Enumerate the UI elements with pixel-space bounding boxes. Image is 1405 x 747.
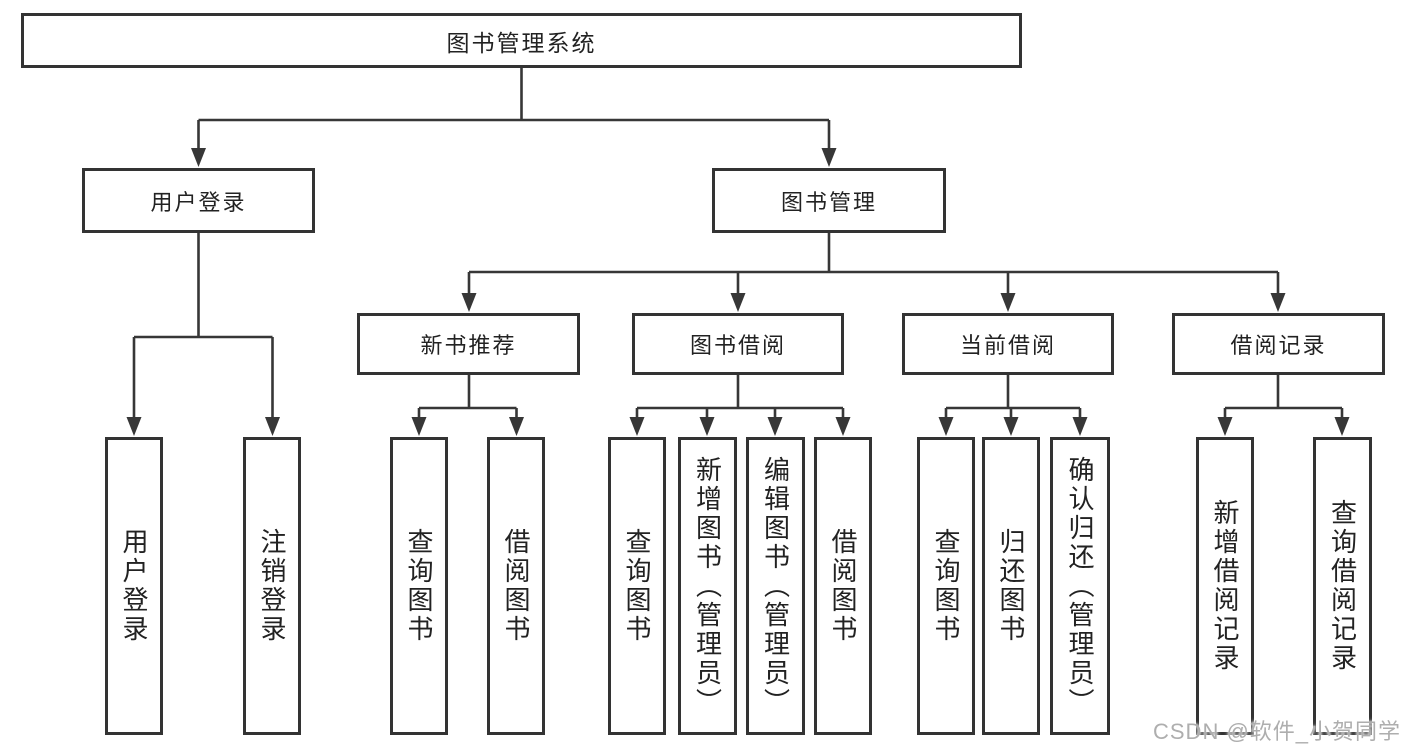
node-new-book-recommend: 新书推荐 [357, 313, 580, 375]
watermark: CSDN @软件_小贺同学 [1153, 719, 1402, 744]
node-leaf-edit-book-admin: 编辑图书（管理员） [746, 437, 805, 735]
node-leaf-query-books-3: 查询图书 [917, 437, 975, 735]
node-borrow-records: 借阅记录 [1172, 313, 1385, 375]
node-new-book-recommend-label: 新书推荐 [420, 333, 517, 358]
node-leaf-add-book-admin: 新增图书（管理员） [678, 437, 737, 735]
node-leaf-query-books-2: 查询图书 [608, 437, 666, 735]
node-book-borrow: 图书借阅 [632, 313, 844, 375]
node-leaf-return-book-label: 归还图书 [996, 528, 1026, 644]
node-current-borrow: 当前借阅 [902, 313, 1114, 375]
node-leaf-query-books-1-label: 查询图书 [404, 528, 434, 644]
node-book-management: 图书管理 [712, 168, 946, 233]
node-leaf-logout: 注销登录 [243, 437, 301, 735]
node-leaf-confirm-return-admin-label: 确认归还（管理员） [1065, 455, 1095, 717]
node-leaf-query-borrow-record-label: 查询借阅记录 [1327, 499, 1358, 673]
node-current-borrow-label: 当前借阅 [959, 333, 1056, 358]
node-user-login-label: 用户登录 [150, 189, 247, 215]
node-leaf-query-books-1: 查询图书 [390, 437, 448, 735]
node-leaf-confirm-return-admin: 确认归还（管理员） [1050, 437, 1110, 735]
node-leaf-borrow-books-2: 借阅图书 [814, 437, 872, 735]
node-leaf-logout-label: 注销登录 [257, 528, 287, 644]
node-leaf-return-book: 归还图书 [982, 437, 1040, 735]
node-book-management-label: 图书管理 [780, 189, 877, 215]
node-root-label: 图书管理系统 [446, 29, 597, 56]
node-leaf-query-books-3-label: 查询图书 [931, 528, 961, 644]
node-root: 图书管理系统 [21, 13, 1022, 68]
node-leaf-query-books-2-label: 查询图书 [622, 528, 652, 644]
node-leaf-user-login-label: 用户登录 [119, 528, 149, 644]
node-leaf-user-login: 用户登录 [105, 437, 163, 735]
node-leaf-edit-book-admin-label: 编辑图书（管理员） [760, 455, 791, 717]
node-book-borrow-label: 图书借阅 [689, 333, 786, 358]
node-leaf-add-borrow-record-label: 新增借阅记录 [1210, 499, 1240, 673]
node-leaf-borrow-books-1-label: 借阅图书 [501, 528, 531, 644]
node-leaf-borrow-books-2-label: 借阅图书 [828, 528, 858, 644]
node-leaf-add-borrow-record: 新增借阅记录 [1196, 437, 1254, 735]
node-borrow-records-label: 借阅记录 [1230, 333, 1327, 358]
node-leaf-query-borrow-record: 查询借阅记录 [1313, 437, 1372, 735]
node-leaf-add-book-admin-label: 新增图书（管理员） [692, 455, 723, 717]
node-leaf-borrow-books-1: 借阅图书 [487, 437, 545, 735]
node-user-login: 用户登录 [82, 168, 315, 233]
